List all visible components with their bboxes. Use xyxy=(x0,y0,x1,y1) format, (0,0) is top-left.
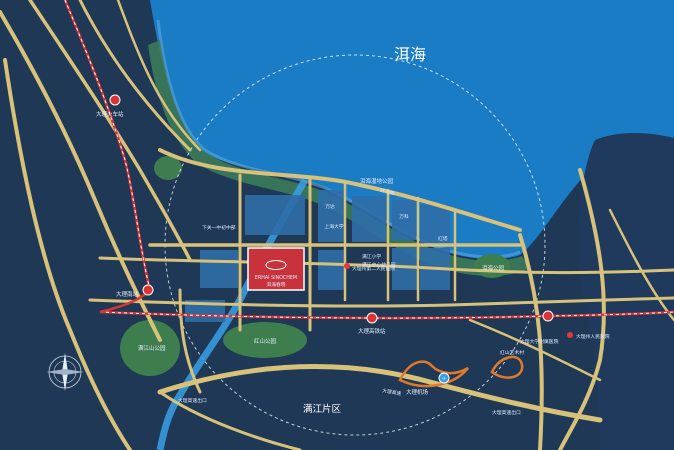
label-expressway-exit-right: 大理高速出口 xyxy=(492,409,521,416)
project-logo-text: ERHAI SINOCHEM xyxy=(255,275,297,281)
label-wenxian-park: 洱海公园 xyxy=(482,264,505,272)
label-wanda-2: 万科 xyxy=(399,213,409,220)
label-expressway-name: 大理高速 xyxy=(382,387,402,397)
label-shanghai: 上海大学 xyxy=(324,223,343,230)
hospital-icon xyxy=(344,263,350,269)
city-blocks xyxy=(185,190,450,322)
hongshan-park-area xyxy=(223,322,307,358)
east-station-marker[interactable] xyxy=(542,310,554,322)
label-wanda: 万达 xyxy=(325,203,335,210)
hospital-icons xyxy=(344,263,573,338)
manjiang-park-area xyxy=(120,320,180,376)
label-erhai-park: 洱海湿地公园 xyxy=(360,177,394,185)
lake-shore-highlight xyxy=(156,19,521,259)
label-hongshan-art: 红山艺术村 xyxy=(500,349,524,356)
airport-loop-right xyxy=(490,355,524,379)
label-manjiang-park: 满江山公园 xyxy=(138,344,166,352)
north-park-area xyxy=(154,156,182,180)
project-logo-sub: 洱海春晓 xyxy=(266,281,285,288)
airport-plane-glyph: ✈ xyxy=(442,376,446,382)
project-logo-icon xyxy=(265,260,287,270)
station-markers xyxy=(109,94,554,324)
dali-south-station-marker[interactable] xyxy=(142,284,154,296)
district-label: 满江片区 xyxy=(303,403,342,415)
label-dali-airport: 大理机场 xyxy=(406,388,429,396)
label-manjiang-primary: 满江小学 xyxy=(362,253,381,260)
label-dali-people-hospital: 大理州人民医院 xyxy=(576,333,610,340)
dali-high-speed-station-marker[interactable] xyxy=(366,312,378,324)
label-dali-high-speed-station: 大理高铁站 xyxy=(358,327,386,335)
label-dali-railway-station: 大理火车站 xyxy=(96,110,124,118)
hospital-icon xyxy=(567,332,573,338)
compass-icon xyxy=(46,353,84,391)
sea-label: 洱海 xyxy=(394,45,426,64)
dali-railway-station-marker[interactable] xyxy=(109,94,121,106)
airport-icon[interactable] xyxy=(438,372,450,384)
right-peninsula xyxy=(578,133,674,450)
label-expressway-exit-left: 大理高速出口 xyxy=(178,397,207,404)
airport-loop-left xyxy=(398,360,469,388)
label-ring-road: 环海路 xyxy=(380,187,396,197)
label-manjiang-middle: 满江中心幼儿园 xyxy=(362,261,396,268)
erhai-lake xyxy=(150,0,674,260)
label-hongtu: 红塔 xyxy=(438,235,448,242)
label-dali-hospital-2: 大理州第二人民医院 xyxy=(352,265,395,272)
label-hongshan-park: 红山公园 xyxy=(254,337,277,345)
label-dali-south-station: 大理南站 xyxy=(116,290,139,298)
label-xiaguan-middle-school: 下关一中初中部 xyxy=(202,224,236,231)
label-dali-hospital-1: 大理大学附属医院 xyxy=(520,338,559,345)
